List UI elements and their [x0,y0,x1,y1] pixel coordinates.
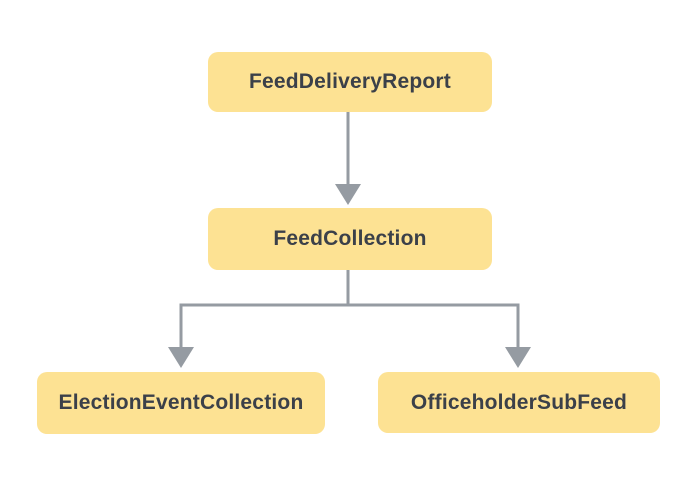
edge-junction-rail [179,303,520,349]
node-election-event-collection: ElectionEventCollection [37,372,325,434]
node-feed-collection: FeedCollection [208,208,492,270]
arrowhead-down-icon [505,347,531,368]
node-label: FeedCollection [273,227,427,250]
arrowhead-down-icon [335,184,361,205]
node-officeholder-sub-feed: OfficeholderSubFeed [378,372,660,433]
arrowhead-down-icon [168,347,194,368]
node-label: OfficeholderSubFeed [410,390,628,414]
node-feed-delivery-report: FeedDeliveryReport [208,52,492,112]
node-label: ElectionEventCollection [58,391,304,414]
node-label: FeedDeliveryReport [248,70,451,93]
